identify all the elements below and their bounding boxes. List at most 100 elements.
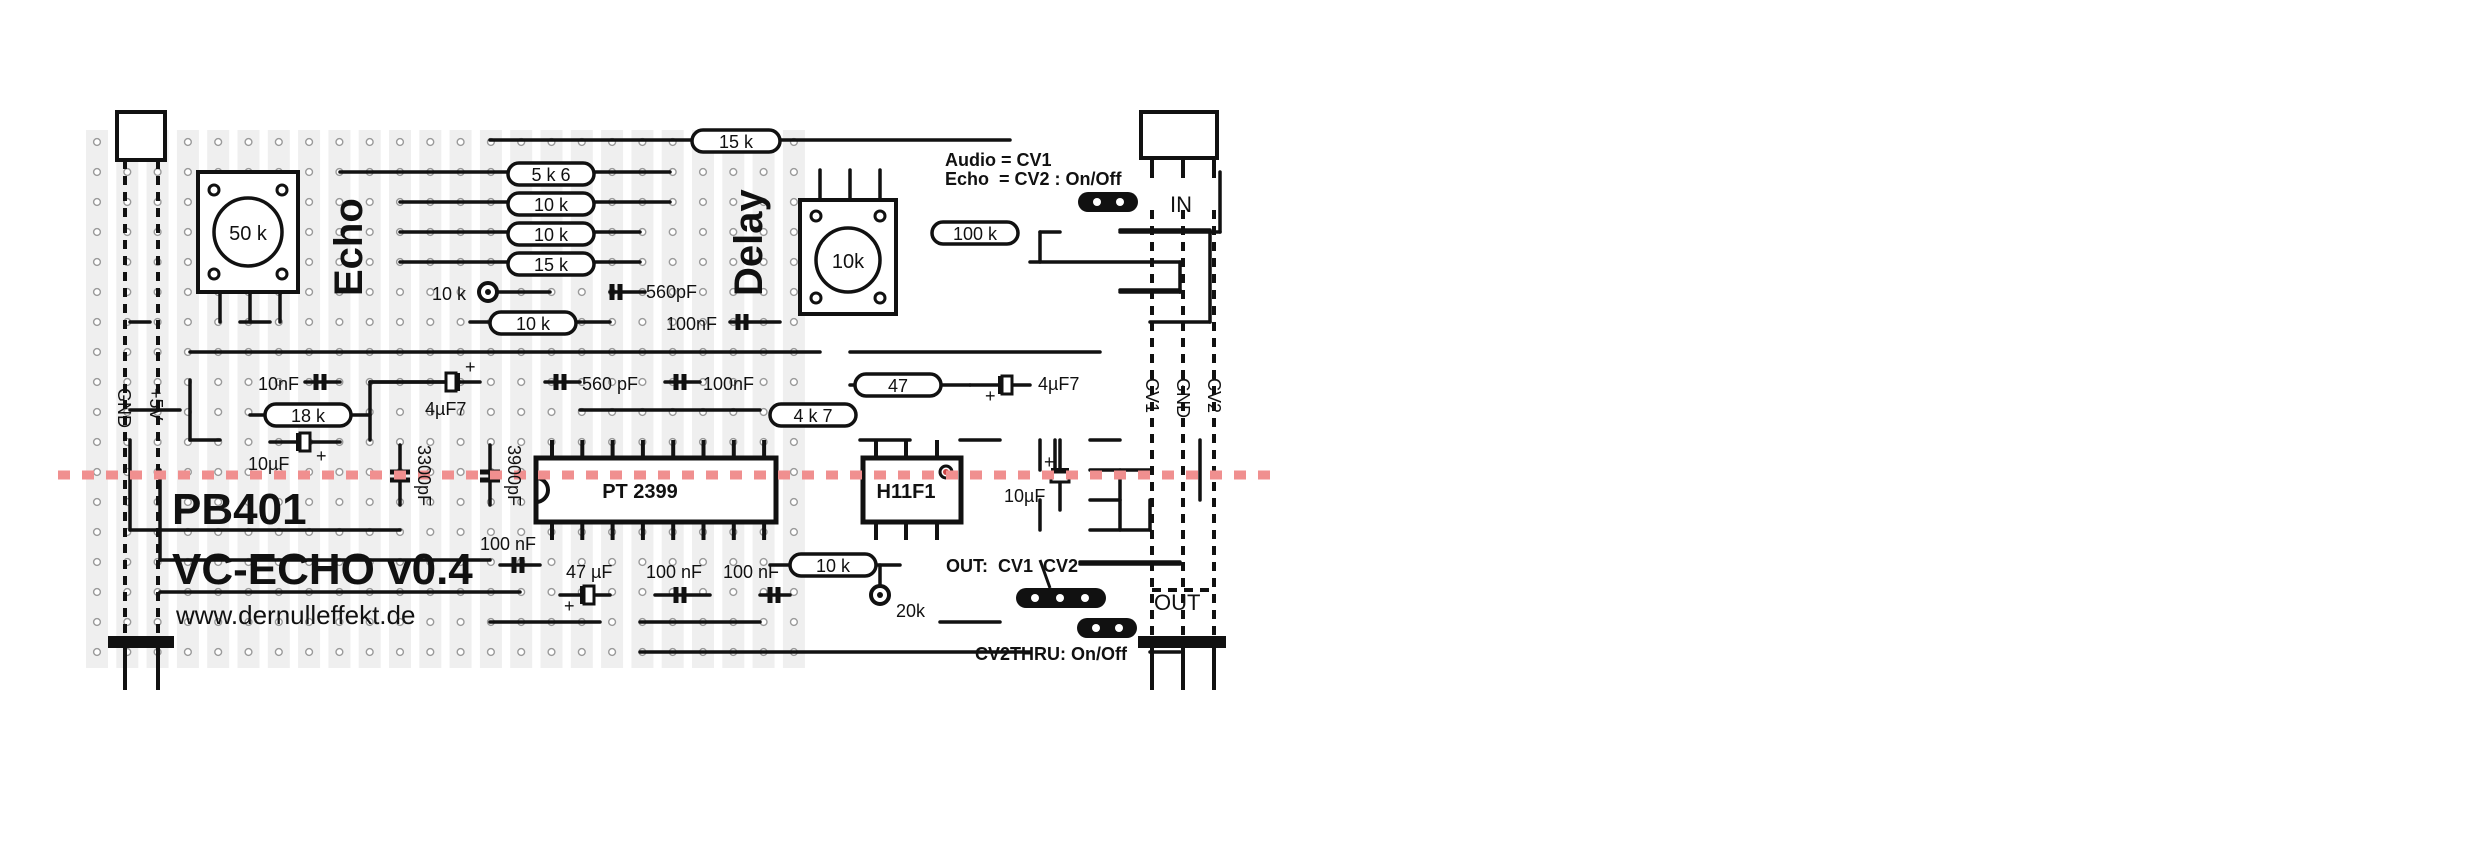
strip-hole [214, 137, 223, 147]
pot-10k[interactable]: 10k [798, 168, 898, 316]
strip-hole [92, 227, 102, 237]
strip-hole [244, 437, 253, 447]
capacitor-100nf-c [498, 557, 542, 573]
strip-hole [395, 317, 405, 327]
strip-hole [789, 377, 799, 387]
out-cv-label: OUT: CV1 CV2 [946, 556, 1078, 576]
strip-hole [759, 377, 768, 387]
strip-hole [638, 587, 647, 597]
strip-hole [274, 377, 283, 387]
strip-hole [547, 557, 556, 567]
delay-label: Delay [727, 189, 771, 296]
strip-hole [426, 407, 435, 417]
strip-hole [183, 227, 193, 237]
strip-hole [365, 227, 374, 237]
strip-hole [214, 497, 223, 507]
resistor-47: 47 [848, 372, 972, 398]
copper-strip [479, 130, 502, 668]
strip-hole [668, 287, 677, 297]
dashed-rails [123, 160, 1216, 640]
strip-hole [92, 527, 102, 537]
strip-hole [668, 317, 677, 327]
trimmer-10k[interactable] [477, 281, 552, 303]
strip-hole [365, 497, 374, 507]
capacitor-10uf-a: + [268, 431, 342, 466]
strip-hole [577, 287, 586, 297]
pot-50k[interactable]: 50 k [196, 170, 300, 324]
capacitor-47uf: + [558, 584, 612, 616]
strip-hole [335, 497, 344, 507]
resistor-15k-top: 15 k [690, 128, 782, 154]
strip-hole [698, 227, 708, 237]
strip-hole [305, 197, 314, 207]
strip-hole [789, 257, 799, 267]
ic-pt2399[interactable]: PT 2399 [533, 440, 779, 540]
strip-hole [92, 557, 102, 567]
strip-hole [92, 647, 102, 657]
strip-hole [426, 317, 435, 327]
trimmer-10k-label: 10 k [432, 284, 467, 304]
strip-hole [426, 137, 435, 147]
resistor-10k-c-label: 10 k [516, 314, 551, 334]
capacitor-560pf-a-label: 560pF [646, 282, 697, 302]
strip-hole [335, 137, 344, 147]
strip-hole [789, 287, 799, 297]
strip-hole [729, 557, 738, 567]
strip-hole [426, 617, 435, 627]
strip-hole [395, 407, 405, 417]
strip-hole [395, 137, 405, 147]
strip-hole [789, 587, 799, 597]
gnd-left-label: GND [114, 388, 134, 428]
strip-hole [244, 137, 253, 147]
strip-hole [92, 467, 102, 477]
capacitor-10uf-a-label: 10µF [248, 454, 289, 474]
strip-hole [214, 617, 223, 627]
copper-strip [116, 130, 139, 668]
strip-hole [395, 287, 405, 297]
strip-hole [607, 647, 617, 657]
strip-hole [92, 287, 102, 297]
strip-hole [244, 377, 253, 387]
strip-hole [698, 197, 708, 207]
strip-hole [274, 647, 283, 657]
strip-hole [517, 497, 526, 507]
strip-hole [456, 497, 465, 507]
trimmer-20k[interactable] [869, 563, 891, 606]
strip-hole [365, 137, 374, 147]
copper-strip [601, 130, 624, 668]
strip-hole [759, 227, 768, 237]
resistor-10k-a: 10 k [506, 191, 596, 217]
strip-hole [426, 647, 435, 657]
strip-hole [456, 467, 465, 477]
strip-hole [426, 287, 435, 297]
trimmer-20k-label: 20k [896, 601, 926, 621]
strip-hole [698, 257, 708, 267]
jumper-echo-onoff[interactable] [1078, 192, 1138, 212]
strip-hole [305, 287, 314, 297]
strip-hole [365, 617, 374, 627]
jumper-cv2-thru[interactable] [1077, 618, 1137, 638]
resistor-18k: 18 k [248, 402, 372, 428]
in-label: IN [1170, 192, 1192, 217]
strip-hole [214, 377, 223, 387]
copper-strip [298, 130, 321, 668]
strip-hole [183, 647, 193, 657]
capacitor-100nf-b [663, 374, 702, 390]
strip-hole [335, 317, 344, 327]
strip-hole [577, 557, 586, 567]
resistor-10k-a-label: 10 k [534, 195, 569, 215]
resistor-15k-b: 15 k [506, 251, 596, 277]
svg-text:+: + [985, 386, 996, 406]
strip-hole [123, 617, 132, 627]
copper-strip [328, 130, 351, 668]
copper-strip [86, 130, 108, 668]
audio-cv1-label: Audio = CV1 [945, 150, 1052, 170]
strip-hole [486, 527, 496, 537]
strip-hole [183, 197, 193, 207]
jumper-out-cv[interactable] [1016, 559, 1106, 608]
ic-h11f1[interactable]: H11F1 [860, 440, 964, 540]
strip-hole [456, 137, 465, 147]
cv1-label: CV1 [1142, 378, 1162, 413]
capacitor-560pf-b-label: 560 pF [582, 374, 638, 394]
